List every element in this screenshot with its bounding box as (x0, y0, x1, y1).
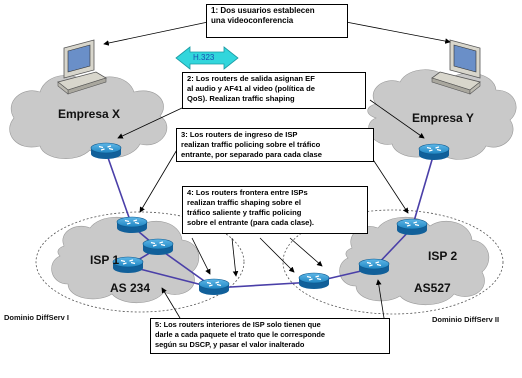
label-empresa-y: Empresa Y (412, 111, 474, 125)
label-empresa-x: Empresa X (58, 107, 120, 121)
note-step5: 5: Los routers interiores de ISP solo ti… (150, 318, 390, 354)
label-as234: AS 234 (110, 281, 150, 295)
label-isp1: ISP 1 (90, 253, 119, 267)
note-step3: 3: Los routers de ingreso de ISP realiza… (176, 128, 374, 162)
router-isp1-interior-a (142, 238, 174, 256)
router-isp2-interior (358, 258, 390, 276)
computer-icon-right (431, 39, 481, 95)
note-step4: 4: Los routers frontera entre ISPs reali… (182, 186, 368, 234)
cloud-empresa-x (9, 75, 168, 160)
h323-arrow-shape (175, 46, 239, 70)
router-empresa-x (90, 142, 122, 160)
note-step1: 1: Dos usuarios establecen una videoconf… (206, 4, 348, 38)
router-isp2-ingress (396, 218, 428, 236)
note-step2: 2: Los routers de salida asignan EF al a… (182, 72, 366, 109)
router-isp2-border (298, 272, 330, 290)
router-isp1-border (198, 278, 230, 296)
label-isp2: ISP 2 (428, 249, 457, 263)
router-empresa-y (418, 143, 450, 161)
router-isp1-ingress (116, 216, 148, 234)
label-dominio-diffserv-2: Dominio DiffServ II (432, 315, 499, 324)
computer-icon-left (57, 39, 107, 95)
h323-label: H.323 (193, 53, 215, 62)
domain-ellipse-2 (282, 209, 504, 315)
label-dominio-diffserv-1: Dominio DiffServ I (4, 313, 69, 322)
callout-arrows (103, 21, 451, 319)
label-as527: AS527 (414, 281, 451, 295)
